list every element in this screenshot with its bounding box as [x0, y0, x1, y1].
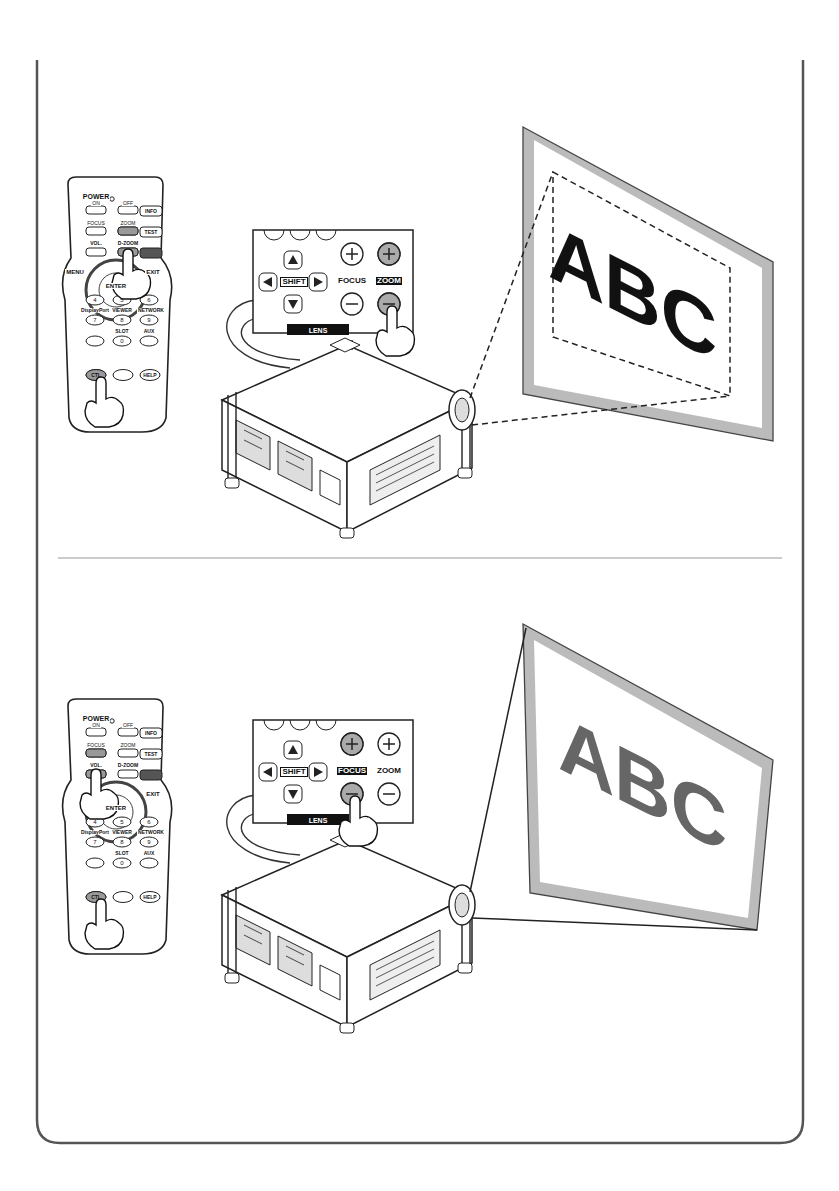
remote-label: 7: [92, 839, 97, 845]
remote-label: HELP: [142, 895, 157, 900]
remote-label: POWER: [82, 193, 110, 200]
remote-label: 5: [119, 297, 124, 303]
remote-label: VOL.: [89, 763, 103, 768]
remote-label: 9: [146, 317, 151, 323]
remote-label: D-ZOOM: [117, 763, 139, 768]
remote-label: HELP: [142, 373, 157, 378]
remote-label: VIEWER: [111, 830, 133, 835]
remote-label: SLOT: [114, 851, 129, 856]
remote-label: 9: [146, 839, 151, 845]
remote-label: CTL: [90, 373, 102, 378]
remote-label: 8: [119, 839, 124, 845]
remote-label: INFO: [144, 209, 158, 214]
remote-label: AUX: [143, 851, 156, 856]
remote-label: ZOOM: [120, 221, 137, 226]
remote-label: 7: [92, 317, 97, 323]
remote-label: POWER: [82, 715, 110, 722]
remote-label: VOL.: [89, 241, 103, 246]
remote-label: EXIT: [145, 269, 160, 275]
remote-label: OFF: [122, 723, 134, 728]
panel-label: SHIFT: [281, 278, 306, 286]
remote-label: VIEWER: [111, 308, 133, 313]
remote-label: ZOOM: [120, 743, 137, 748]
remote-label: TEST: [144, 752, 159, 757]
remote-label: D-ZOOM: [117, 241, 139, 246]
remote-label: DisplayPort: [80, 830, 110, 835]
remote-label: 4: [92, 297, 97, 303]
remote-label: 6: [146, 297, 151, 303]
remote-label: ENTER: [105, 805, 127, 811]
remote-label: 6: [146, 819, 151, 825]
remote-label: MENU: [65, 269, 85, 275]
remote-label: SLOT: [114, 329, 129, 334]
panel-label: ZOOM: [376, 277, 402, 285]
remote-label: CTL: [90, 895, 102, 900]
remote-label: 0: [119, 860, 124, 866]
remote-label: DisplayPort: [80, 308, 110, 313]
remote-label: 5: [119, 819, 124, 825]
panel-label: LENS: [308, 817, 329, 824]
panel-label: FOCUS: [337, 277, 367, 285]
remote-label: OFF: [122, 201, 134, 206]
remote-label: 4: [92, 819, 97, 825]
remote-label: NETWORK: [137, 830, 165, 835]
panel-label: FOCUS: [337, 767, 367, 775]
remote-label: INFO: [144, 731, 158, 736]
remote-label: AUX: [143, 329, 156, 334]
remote-label: NETWORK: [137, 308, 165, 313]
remote-label: ON: [91, 723, 101, 728]
remote-label: ENTER: [105, 283, 127, 289]
remote-label: 8: [119, 317, 124, 323]
panel-label: SHIFT: [281, 768, 306, 776]
remote-label: TEST: [144, 230, 159, 235]
remote-label: FOCUS: [86, 743, 106, 748]
remote-label: FOCUS: [86, 221, 106, 226]
panel-label: LENS: [308, 327, 329, 334]
remote-label: EXIT: [145, 791, 160, 797]
remote-label: 0: [119, 338, 124, 344]
remote-label: ON: [91, 201, 101, 206]
panel-label: ZOOM: [376, 767, 402, 775]
